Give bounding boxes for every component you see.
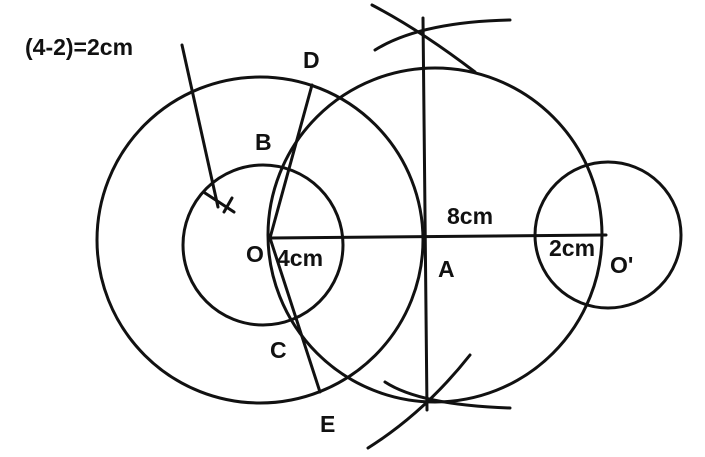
- arc-mark-bottom-left: [383, 380, 512, 410]
- tangent-line-oe: [268, 236, 322, 394]
- tangent-line-od: [268, 83, 314, 240]
- outer-circle-center-o: [95, 75, 425, 405]
- label-2cm: 2cm: [549, 235, 595, 261]
- label-o: O: [246, 241, 264, 267]
- arc-mark-bottom-right: [366, 353, 472, 450]
- label-8cm: 8cm: [447, 203, 493, 229]
- label-c: C: [270, 337, 287, 363]
- label-o-prime: O': [610, 252, 633, 278]
- radius-pointer-arrow-segment: [203, 191, 236, 214]
- arc-mark-top-right: [370, 3, 477, 74]
- radius-pointer-tick: [222, 196, 234, 214]
- label-a: A: [438, 256, 455, 282]
- perpendicular-bisector: [421, 16, 429, 412]
- label-formula: (4-2)=2cm: [25, 34, 133, 60]
- arc-mark-top-left: [373, 18, 512, 52]
- line-o-o-prime: [268, 233, 608, 240]
- label-d: D: [303, 47, 320, 73]
- label-e: E: [320, 411, 335, 437]
- radius-pointer-line: [180, 43, 220, 209]
- label-b: B: [255, 129, 272, 155]
- inner-circle-center-o: [181, 163, 345, 327]
- label-4cm: 4cm: [277, 245, 323, 271]
